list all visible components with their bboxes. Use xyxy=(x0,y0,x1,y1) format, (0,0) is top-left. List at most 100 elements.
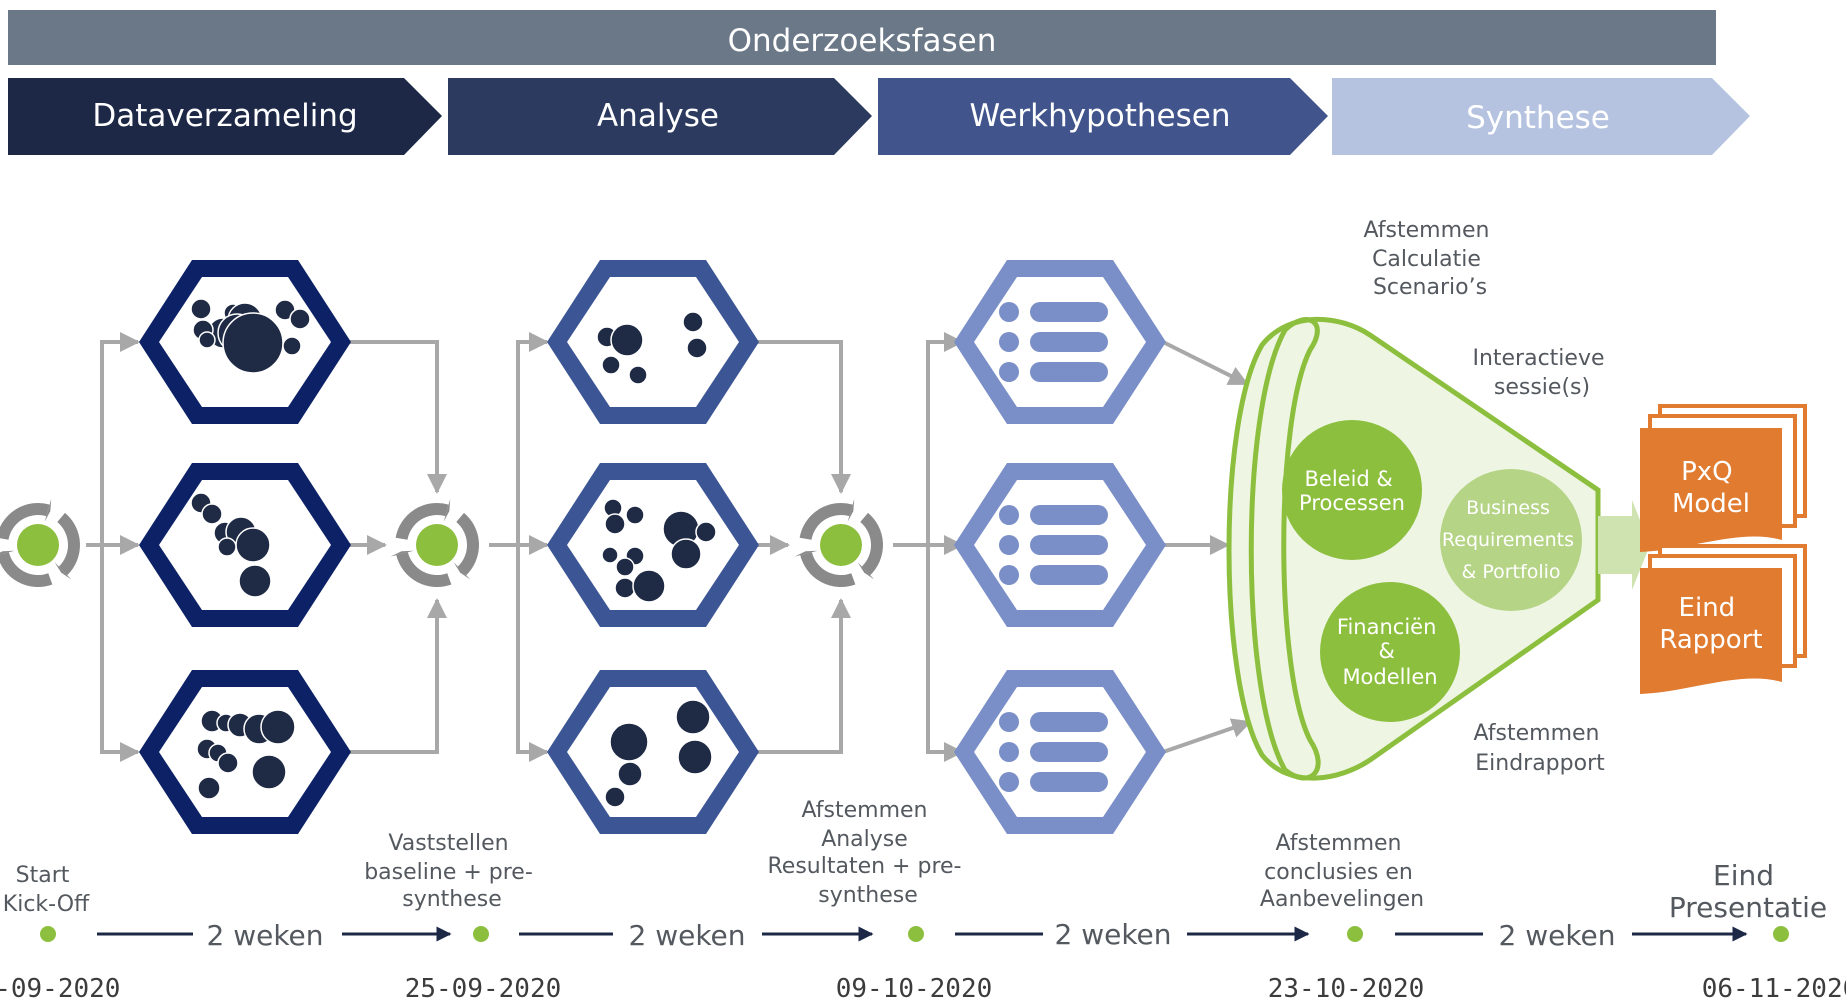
cluster-dot xyxy=(682,311,704,333)
cluster-dot xyxy=(601,355,621,375)
circle-beleid-processen xyxy=(1282,420,1422,560)
deliverables: PxQ Model Eind Rapport xyxy=(1640,404,1807,694)
milestone-date: 25-09-2020 xyxy=(405,974,562,1003)
list-bar xyxy=(1030,712,1108,732)
list-bar xyxy=(1030,505,1108,525)
phase-chevron-synthese xyxy=(1332,78,1750,155)
cluster-dot xyxy=(197,776,221,800)
cycle-core xyxy=(17,524,59,566)
hexagon-hypothese-2 xyxy=(954,463,1166,627)
cycle-arrowhead xyxy=(847,498,855,522)
cluster-dot xyxy=(198,331,216,349)
hexagon-analyse-1 xyxy=(547,260,759,424)
milestone-dot xyxy=(908,926,924,942)
header-bar xyxy=(8,10,1716,65)
list-bullet xyxy=(999,565,1019,585)
list-bar xyxy=(1030,362,1108,382)
cluster-dot xyxy=(282,336,302,356)
cycle-icon-stage2 xyxy=(794,498,883,587)
milestone-label-presentatie: Eind Presentatie xyxy=(1669,859,1827,924)
cycle-arc xyxy=(456,512,479,576)
list-bar xyxy=(1030,332,1108,352)
duration-label: 2 weken xyxy=(1498,919,1615,952)
hexagon-data-1 xyxy=(139,260,351,424)
phase-chevrons: Dataverzameling Analyse Werkhypothesen S… xyxy=(8,78,1750,155)
hexagon-grid xyxy=(139,260,1166,834)
cycle-arc xyxy=(800,551,856,587)
milestone-dot xyxy=(40,926,56,942)
cycle-arrowhead xyxy=(453,562,471,580)
hexagon-data-2 xyxy=(139,463,351,627)
list-bar xyxy=(1030,302,1108,322)
cycle-arrowhead xyxy=(0,550,15,555)
cluster-dot xyxy=(625,505,645,525)
phase-chevron-dataverzameling xyxy=(8,78,442,155)
phase-label-synthese: Synthese xyxy=(1466,100,1610,136)
cluster-dot xyxy=(614,577,636,599)
funnel-output-arrow xyxy=(1598,500,1650,590)
hexagon-hypothese-3 xyxy=(954,670,1166,834)
cycle-arrowhead xyxy=(44,498,52,522)
list-bar xyxy=(1030,535,1108,555)
list-bullet xyxy=(999,742,1019,762)
cycle-arc xyxy=(0,551,53,587)
funnel-inner-ring xyxy=(1248,317,1321,781)
cycle-arc xyxy=(860,512,883,576)
list-bar xyxy=(1030,742,1108,762)
hexagon-analyse-2 xyxy=(547,463,759,627)
milestone-date: 23-10-2020 xyxy=(1268,974,1425,1003)
cycle-arc xyxy=(396,551,452,587)
milestone-date: 4-09-2020 xyxy=(0,974,120,1003)
cycle-arrowhead xyxy=(794,550,818,557)
funnel-top-label: Afstemmen Calculatie Scenario’s xyxy=(1364,218,1497,300)
list-bullet xyxy=(999,302,1019,322)
milestone-label-analyse: Afstemmen Analyse Resultaten + pre- synt… xyxy=(768,798,969,908)
phase-chevron-werkhypothesen xyxy=(878,78,1328,155)
cluster-dot xyxy=(628,365,648,385)
milestone-date: 09-10-2020 xyxy=(836,974,993,1003)
synthesis-funnel: Beleid & Processen Business Requirements… xyxy=(1226,218,1650,781)
cluster-dot xyxy=(260,709,296,745)
cluster-dot xyxy=(610,323,644,357)
cluster-dot xyxy=(686,337,708,359)
cycle-core xyxy=(820,524,862,566)
deliverable-pxq-model: PxQ Model xyxy=(1640,404,1807,552)
list-bullet xyxy=(999,535,1019,555)
list-bullet xyxy=(999,712,1019,732)
hexagon-analyse-3 xyxy=(547,670,759,834)
milestone-label-kickoff: Start Kick-Off xyxy=(3,863,90,917)
cycle-arrowhead xyxy=(54,562,72,580)
header-title: Onderzoeksfasen xyxy=(728,23,997,59)
cycle-arc xyxy=(395,503,449,541)
cluster-dot xyxy=(609,722,649,762)
gray-connectors xyxy=(86,332,1252,762)
funnel-bottom-label: Afstemmen Eindrapport xyxy=(1474,721,1607,776)
cycle-arrowhead xyxy=(857,562,875,580)
duration-label: 2 weken xyxy=(628,919,745,952)
phase-label-werkhypothesen: Werkhypothesen xyxy=(970,98,1231,134)
list-bullet xyxy=(999,772,1019,792)
circle-label-business: Business Requirements & Portfolio xyxy=(1442,497,1580,583)
phase-chevron-analyse xyxy=(448,78,872,155)
cluster-dot xyxy=(604,786,626,808)
list-bullet xyxy=(999,505,1019,525)
phase-label-dataverzameling: Dataverzameling xyxy=(92,98,357,134)
cycle-arc xyxy=(0,503,50,541)
cluster-dot xyxy=(670,538,702,570)
list-bullet xyxy=(999,362,1019,382)
deliverable-eind-rapport: Eind Rapport xyxy=(1640,544,1807,694)
cluster-dot xyxy=(617,761,643,787)
timeline: 2 weken 2 weken 2 weken 2 weken Start Ki… xyxy=(0,798,1846,1003)
milestone-date: 06-11-2020 xyxy=(1702,974,1846,1003)
circle-financien-modellen xyxy=(1320,582,1460,722)
cluster-dot xyxy=(251,754,287,790)
cycle-icon-start xyxy=(0,498,80,587)
duration-label: 2 weken xyxy=(1054,918,1171,951)
milestone-label-conclusies: Afstemmen conclusies en Aanbevelingen xyxy=(1260,831,1424,912)
cluster-dot xyxy=(615,557,635,577)
cluster-dot xyxy=(217,537,237,557)
cluster-dot xyxy=(604,513,626,535)
milestone-dot xyxy=(473,926,489,942)
cycle-arrowhead xyxy=(443,498,451,522)
